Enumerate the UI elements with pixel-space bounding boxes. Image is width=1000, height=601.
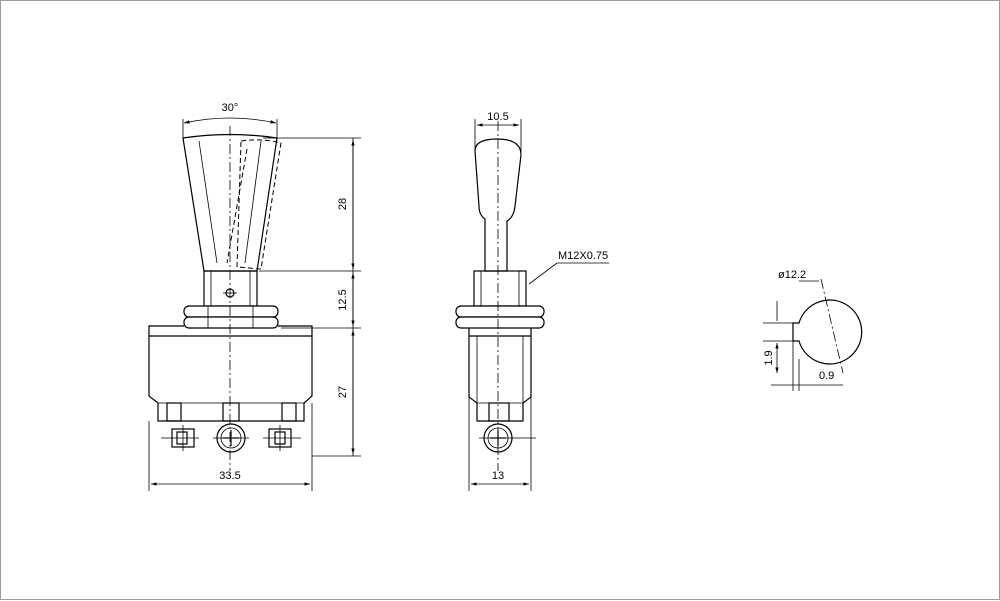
angle-arc — [183, 117, 277, 124]
angle-label: 30° — [222, 102, 239, 114]
front-handle — [182, 133, 278, 272]
dim-side-body-width: 13 — [492, 470, 504, 482]
front-screw-center — [213, 423, 249, 453]
side-body — [468, 328, 532, 422]
dim-key-height: 1.9 — [763, 350, 775, 365]
dim-key-width: 0.9 — [819, 370, 834, 382]
side-handle — [474, 138, 522, 272]
dim-body-width: 33.5 — [219, 470, 240, 482]
side-view: 10.5 M12X0.75 13 — [455, 111, 609, 491]
thread-label: M12X0.75 — [558, 250, 608, 262]
front-screw-left — [161, 425, 199, 451]
dim-cutout-diameter: ø12.2 — [778, 269, 806, 281]
front-body — [148, 325, 313, 422]
front-nut-upper — [183, 305, 279, 318]
dim-handle-height: 28 — [337, 198, 349, 210]
front-handle-tilted — [236, 139, 282, 270]
front-view: 30° — [148, 102, 361, 491]
side-nut-lower — [455, 316, 545, 329]
front-screw-right — [263, 425, 301, 451]
dim-handle-width: 10.5 — [487, 111, 508, 123]
panel-cutout-view: ø12.2 1.9 0.9 — [763, 269, 863, 391]
cutout-profile — [792, 299, 863, 365]
front-nut-lower — [183, 316, 279, 329]
side-screw — [479, 423, 536, 453]
side-bushing — [473, 270, 527, 307]
side-nut-upper — [455, 305, 545, 318]
dim-body-height: 27 — [337, 386, 349, 398]
dim-bushing-height: 12.5 — [337, 289, 349, 310]
